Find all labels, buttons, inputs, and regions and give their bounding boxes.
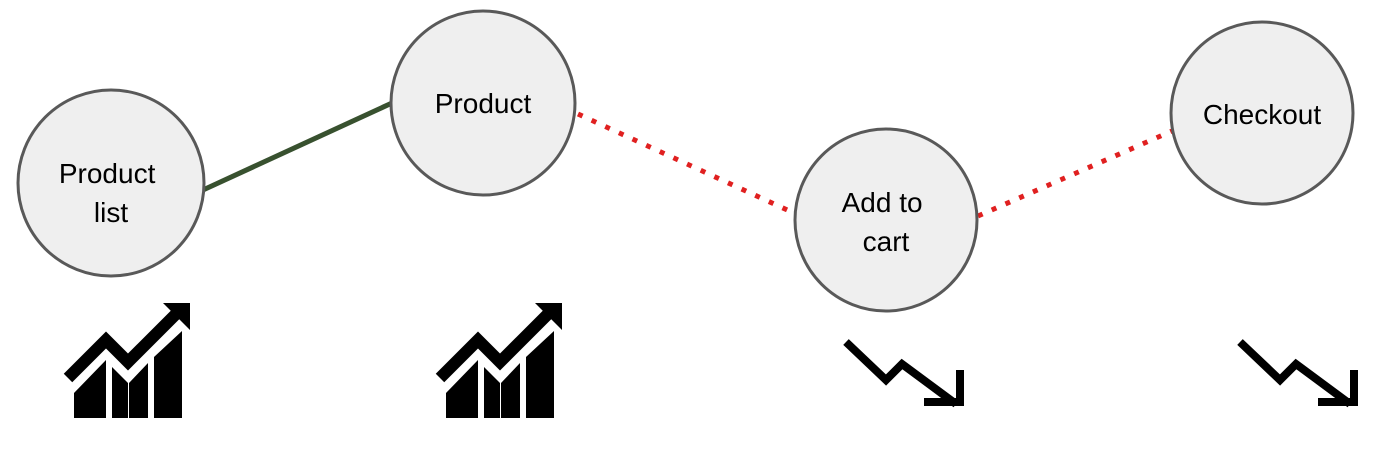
node-checkout-label: Checkout: [1203, 99, 1322, 130]
node-product-circle: [389, 9, 577, 197]
node-product-label: Product: [435, 88, 532, 119]
node-add-to-cart-circle: [793, 127, 979, 313]
node-product-list-circle: [16, 88, 206, 278]
node-product-list-label-line-2: list: [94, 197, 128, 228]
node-product-list-label-line-1: Product: [59, 158, 156, 189]
node-add-to-cart-label-line-2: cart: [863, 226, 910, 257]
trending-up-icon: [63, 303, 190, 418]
node-checkout-circle: [1169, 20, 1355, 206]
node-checkout[interactable]: Checkout: [1169, 20, 1355, 206]
node-add-to-cart[interactable]: Add to cart: [793, 127, 979, 313]
node-add-to-cart-label-line-1: Add to: [842, 187, 923, 218]
node-product-list-label: Product list: [59, 158, 163, 228]
trending-down-icon: [1237, 339, 1358, 408]
edge-add-to-cart-to-checkout: [976, 128, 1174, 219]
node-product-list[interactable]: Product list: [16, 88, 206, 278]
edge-product-to-add-to-cart: [576, 111, 798, 217]
edge-product-list-to-product: [201, 100, 394, 193]
trending-up-icon: [435, 303, 562, 418]
trending-down-icon: [843, 339, 964, 408]
node-product[interactable]: Product: [389, 9, 577, 197]
node-add-to-cart-label: Add to cart: [842, 187, 931, 257]
